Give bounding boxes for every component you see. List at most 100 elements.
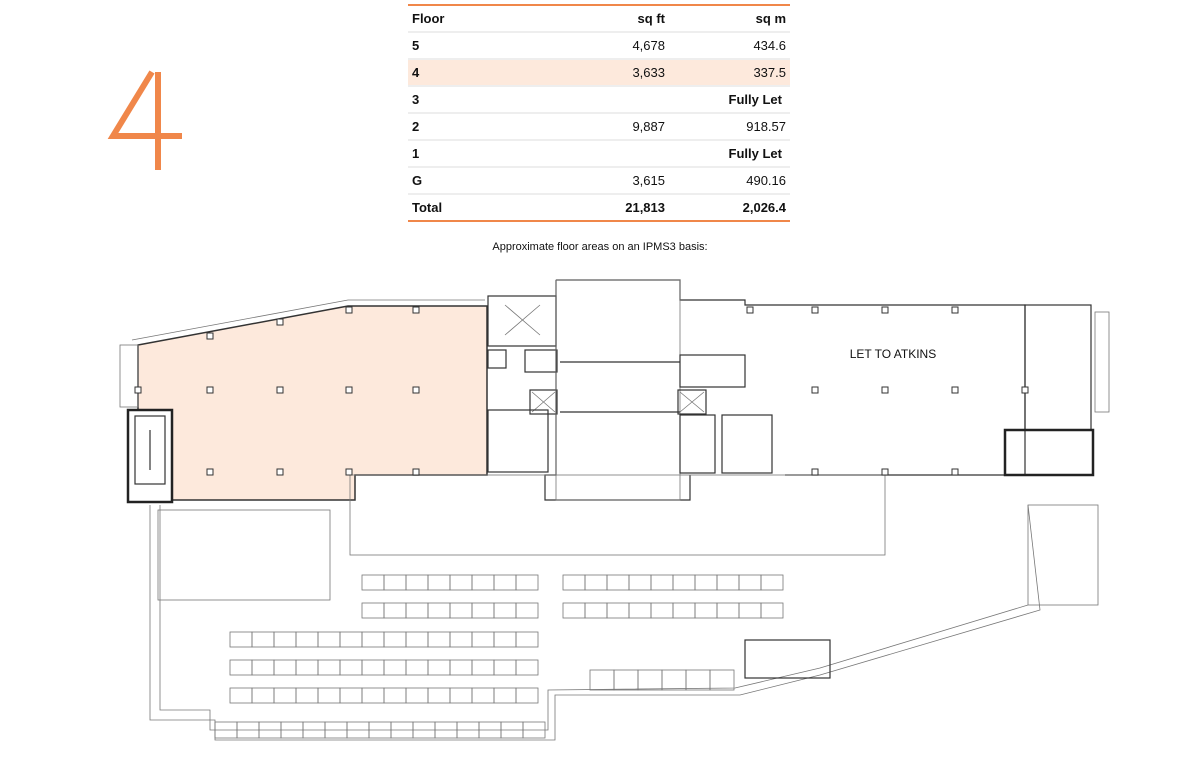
planter-cell (273, 659, 297, 676)
planter-cell (339, 659, 363, 676)
planter-cell (449, 574, 473, 591)
planter-cell (427, 659, 451, 676)
planter-cell (606, 574, 630, 591)
planter-cell (449, 602, 473, 619)
header-floor: Floor (408, 5, 556, 33)
planter-cell (361, 687, 385, 704)
column-marker (206, 386, 214, 394)
planter-cell (405, 687, 429, 704)
available-space (131, 299, 488, 501)
planter-cell (493, 602, 517, 619)
planter-cell (522, 721, 546, 739)
planter-cell (295, 631, 319, 648)
planter-cell (295, 687, 319, 704)
planter-cell (584, 602, 608, 619)
planter-cell (449, 659, 473, 676)
planter-cell (716, 574, 740, 591)
planter-cell (361, 631, 385, 648)
planter-cell (471, 687, 495, 704)
floor-cell: 3 (408, 86, 556, 114)
column-marker (881, 468, 889, 476)
planter-cell (295, 659, 319, 676)
sqm-cell: Fully Let (669, 86, 790, 114)
planter-cell (229, 631, 253, 648)
planter-cell (738, 574, 762, 591)
planter-cell (405, 602, 429, 619)
table-header: Floor sq ft sq m (408, 5, 790, 33)
planter-cell (251, 631, 275, 648)
planter-cell (716, 602, 740, 619)
sqft-cell: 3,615 (556, 167, 669, 195)
sqft-cell (556, 140, 669, 168)
header-sqft: sq ft (556, 5, 669, 33)
planter-cell (515, 574, 539, 591)
column-marker (206, 468, 214, 476)
planter-cell (427, 687, 451, 704)
column-marker (1021, 386, 1029, 394)
floor-cell: 1 (408, 140, 556, 168)
planter-cell (449, 687, 473, 704)
column-marker (276, 468, 284, 476)
planter-cell (229, 659, 253, 676)
planter-cell (760, 574, 784, 591)
table-row: 1 Fully Let (408, 140, 790, 168)
planter-cell (515, 602, 539, 619)
planter-cell (584, 574, 608, 591)
table-row: 2 9,887 918.57 (408, 113, 790, 141)
column-marker (951, 468, 959, 476)
planter-cell (427, 574, 451, 591)
sqft-cell (556, 86, 669, 114)
planter-cell (361, 574, 385, 591)
planter-cell (493, 687, 517, 704)
floor-cell: 4 (408, 59, 556, 87)
sqm-cell: 434.6 (669, 32, 790, 60)
planter-cell (709, 669, 735, 691)
planter-cell (515, 687, 539, 704)
planter-cell (427, 631, 451, 648)
planter-cell (493, 631, 517, 648)
total-sqm: 2,026.4 (742, 200, 786, 215)
planter-cell (471, 659, 495, 676)
header-sqm: sq m (669, 5, 790, 33)
column-marker (951, 386, 959, 394)
planter-cell (251, 659, 275, 676)
planter-cell (650, 602, 674, 619)
planter-cell (273, 631, 297, 648)
planter-cell (672, 574, 696, 591)
planter-cell (738, 602, 762, 619)
planter-cell (589, 669, 615, 691)
column-marker (881, 306, 889, 314)
structural-columns (134, 306, 1029, 476)
planter-cell (661, 669, 687, 691)
sqm-cell: 490.16 (669, 167, 790, 195)
planter-cell (471, 574, 495, 591)
table-row: 3 Fully Let (408, 86, 790, 114)
planter-cell (650, 574, 674, 591)
column-marker (811, 306, 819, 314)
planter-cell (383, 687, 407, 704)
column-marker (206, 332, 214, 340)
column-marker (345, 306, 353, 314)
sqft-cell: 3,633 (556, 59, 669, 87)
column-marker (345, 386, 353, 394)
planter-cell (562, 574, 586, 591)
planter-cell (383, 631, 407, 648)
sqm-cell: 337.5 (669, 59, 790, 87)
planter-cell (361, 602, 385, 619)
planter-cell (449, 631, 473, 648)
planter-cell (606, 602, 630, 619)
planter-cell (361, 659, 385, 676)
column-marker (881, 386, 889, 394)
sqm-cell: 918.57 (669, 113, 790, 141)
core (487, 279, 1026, 501)
terrace (134, 306, 1099, 741)
table-row: G 3,615 490.16 (408, 167, 790, 195)
planter-cell (637, 669, 663, 691)
column-marker (412, 468, 420, 476)
planter-cell (694, 602, 718, 619)
planter-cell (672, 602, 696, 619)
caption: Approximate floor areas on an IPMS3 basi… (492, 241, 708, 253)
floor-number-4 (107, 70, 182, 170)
planter-cell (562, 602, 586, 619)
